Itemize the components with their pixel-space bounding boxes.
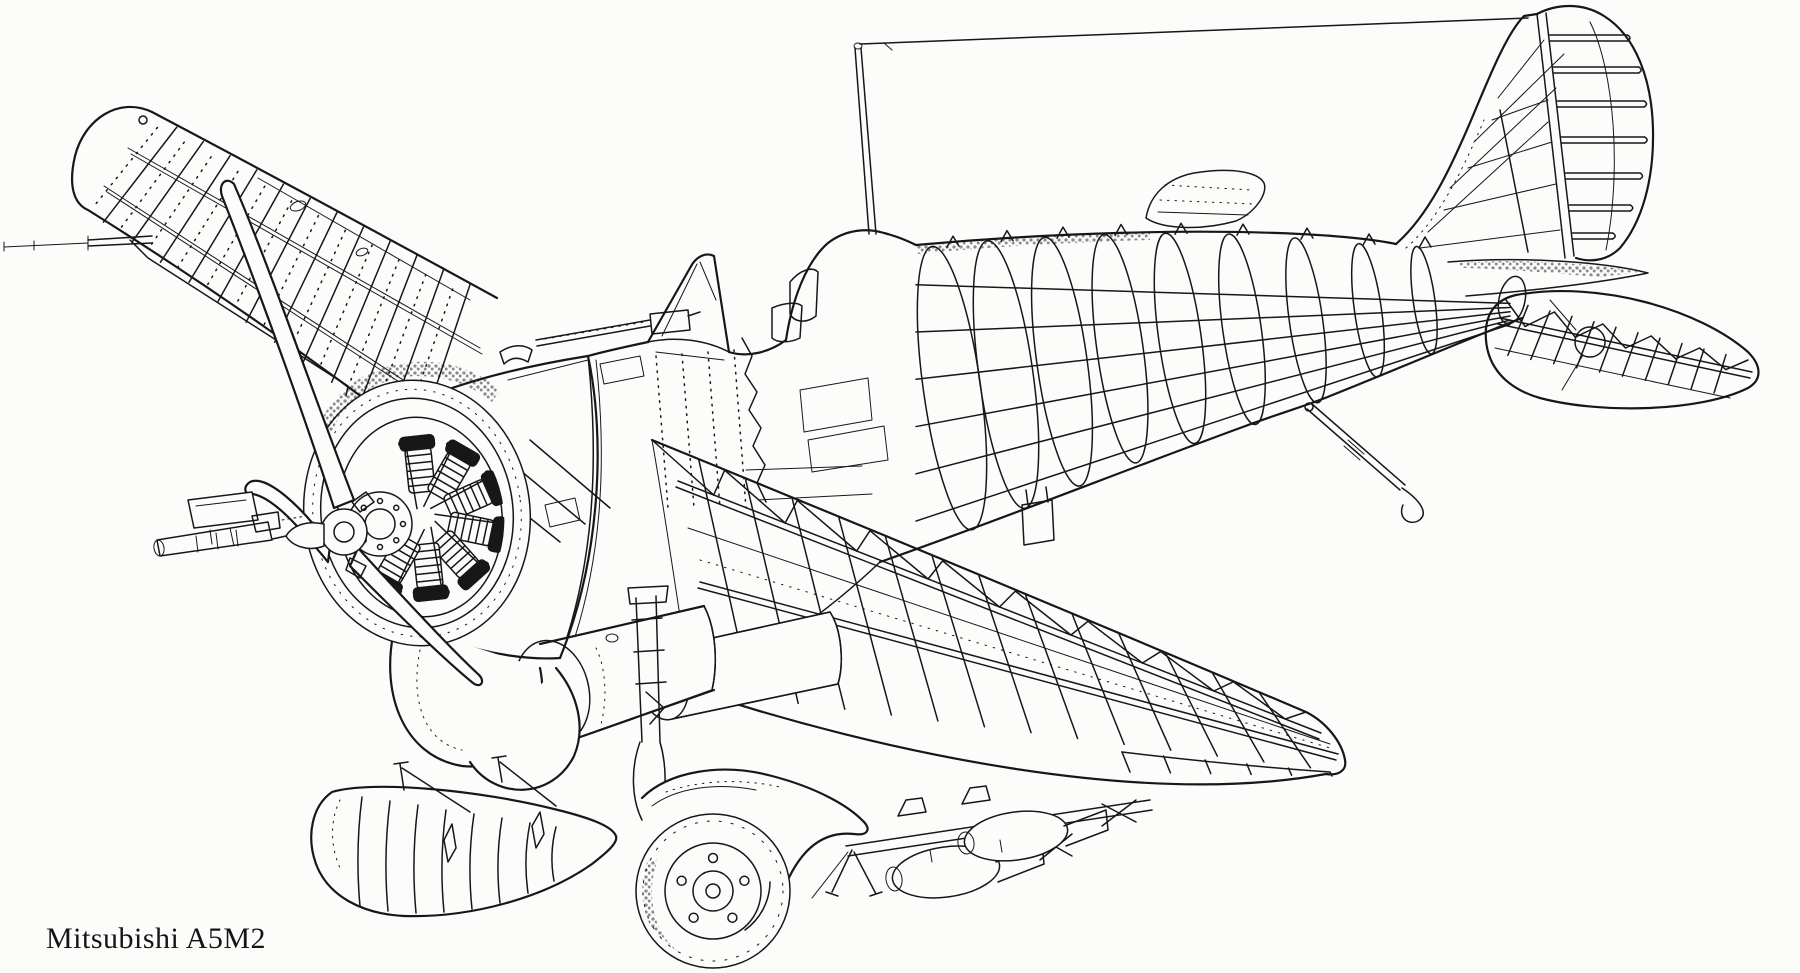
main-wheel (635, 813, 791, 969)
hook-tip (1400, 487, 1424, 523)
fin-structure (1419, 39, 1565, 253)
fuselage-frames (915, 222, 1511, 531)
arrestor-hook (1304, 402, 1424, 523)
lower-cowl-fairing (389, 620, 581, 791)
windscreen (646, 253, 731, 361)
port-tailplane (1145, 169, 1266, 229)
scissor-link (645, 691, 665, 725)
ammo-hopper (187, 491, 259, 529)
starboard-tailplane-skeleton (1484, 289, 1760, 410)
sway-brace-pins (393, 755, 507, 791)
pitot-tube (3, 235, 153, 252)
starboard-wing (650, 438, 1347, 786)
drop-tank (310, 755, 618, 918)
headrest-fairing (727, 229, 918, 356)
rudder (1535, 5, 1655, 262)
boarding-step (1021, 486, 1055, 546)
pilot-seat (771, 302, 803, 343)
propeller-blade-lower (348, 546, 484, 687)
mounting-lugs (897, 785, 991, 817)
fuselage-tank (799, 377, 889, 473)
gun-barrel (156, 521, 273, 557)
elevator-bellcrank (1574, 326, 1606, 358)
landing-gear (627, 585, 869, 969)
antenna-wire (859, 17, 1529, 45)
bomb (957, 799, 1137, 862)
figure-caption: Mitsubishi A5M2 (46, 922, 267, 955)
wingtip-light (138, 115, 148, 125)
engine-cowling (302, 345, 599, 791)
sway-brace-rods (401, 761, 557, 813)
cutaway-edge (741, 337, 767, 503)
aileron-hinge (1121, 751, 1331, 773)
propeller-blade-upper (219, 179, 356, 510)
cowl-machine-gun (535, 309, 701, 385)
rear-spar (697, 581, 1339, 761)
tail-cone (1497, 275, 1527, 325)
propeller (219, 179, 484, 687)
oleo-strut (635, 595, 661, 743)
antenna (853, 17, 1529, 235)
antenna-mast (854, 47, 877, 235)
radial-engine-cylinders (367, 433, 508, 603)
detached-machine-gun (153, 491, 307, 557)
rudder-hinge-post (1536, 12, 1575, 259)
belly-fuel-tanks (513, 604, 843, 745)
propeller-hub (320, 508, 368, 556)
bomb-rack (811, 785, 1153, 899)
carburetor-intake (499, 345, 533, 365)
tail-unit (1145, 5, 1760, 410)
fuselage (535, 222, 1527, 689)
fin-leading-edge (1394, 12, 1539, 246)
tailcone-fairing (1447, 258, 1649, 297)
